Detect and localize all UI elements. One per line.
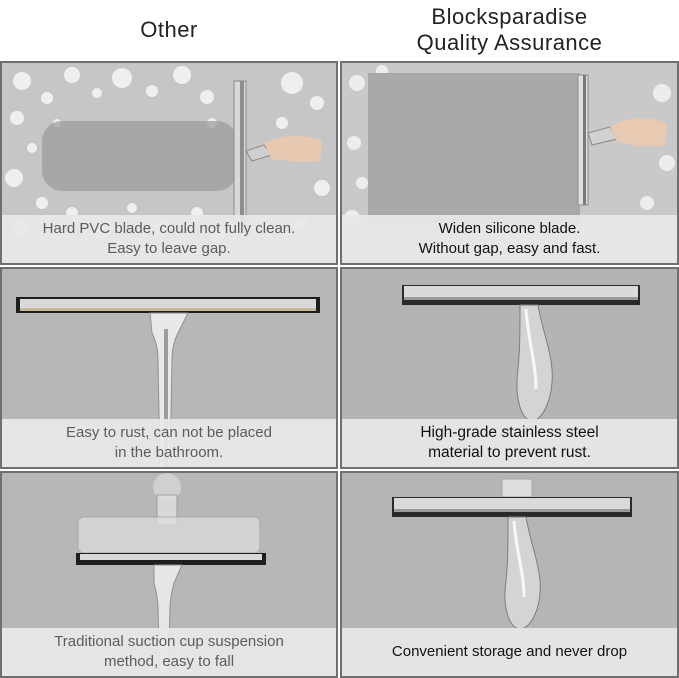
caption-line: method, easy to fall xyxy=(103,653,235,670)
caption-line: Easy to leave gap. xyxy=(107,240,231,257)
caption-brand-material: High-grade stainless steel material to p… xyxy=(342,419,677,467)
caption-line: Traditional suction cup suspension xyxy=(54,633,284,650)
caption-brand-blade: Widen silicone blade. Without gap, easy … xyxy=(342,215,677,263)
caption-line: High-grade stainless steel xyxy=(420,424,599,441)
comparison-cell-brand-material: High-grade stainless steel material to p… xyxy=(340,267,679,469)
comparison-cell-other-storage: Traditional suction cup suspension metho… xyxy=(0,471,338,678)
column-header-blocksparadise: Blocksparadise Quality Assurance xyxy=(340,0,679,60)
caption-line: Without gap, easy and fast. xyxy=(418,240,601,257)
column-title-brand: Blocksparadise xyxy=(431,4,588,29)
caption-line: in the bathroom. xyxy=(114,444,224,461)
comparison-cell-brand-storage: Convenient storage and never drop xyxy=(340,471,679,678)
caption-line: Convenient storage and never drop xyxy=(391,643,628,660)
caption-other-blade: Hard PVC blade, could not fully clean. E… xyxy=(2,215,336,263)
comparison-cell-other-material: Easy to rust, can not be placed in the b… xyxy=(0,267,338,469)
caption-line: material to prevent rust. xyxy=(428,444,591,461)
caption-other-storage: Traditional suction cup suspension metho… xyxy=(2,628,336,676)
column-title-quality: Quality Assurance xyxy=(416,30,603,55)
caption-line: Widen silicone blade. xyxy=(438,220,581,237)
caption-other-material: Easy to rust, can not be placed in the b… xyxy=(2,419,336,467)
column-title-other: Other xyxy=(140,17,198,42)
caption-line: Hard PVC blade, could not fully clean. xyxy=(42,220,296,237)
comparison-cell-brand-blade: Widen silicone blade. Without gap, easy … xyxy=(340,61,679,265)
column-header-other: Other xyxy=(0,0,338,60)
comparison-cell-other-blade: Hard PVC blade, could not fully clean. E… xyxy=(0,61,338,265)
caption-brand-storage: Convenient storage and never drop xyxy=(342,628,677,676)
caption-line: Easy to rust, can not be placed xyxy=(66,424,272,441)
